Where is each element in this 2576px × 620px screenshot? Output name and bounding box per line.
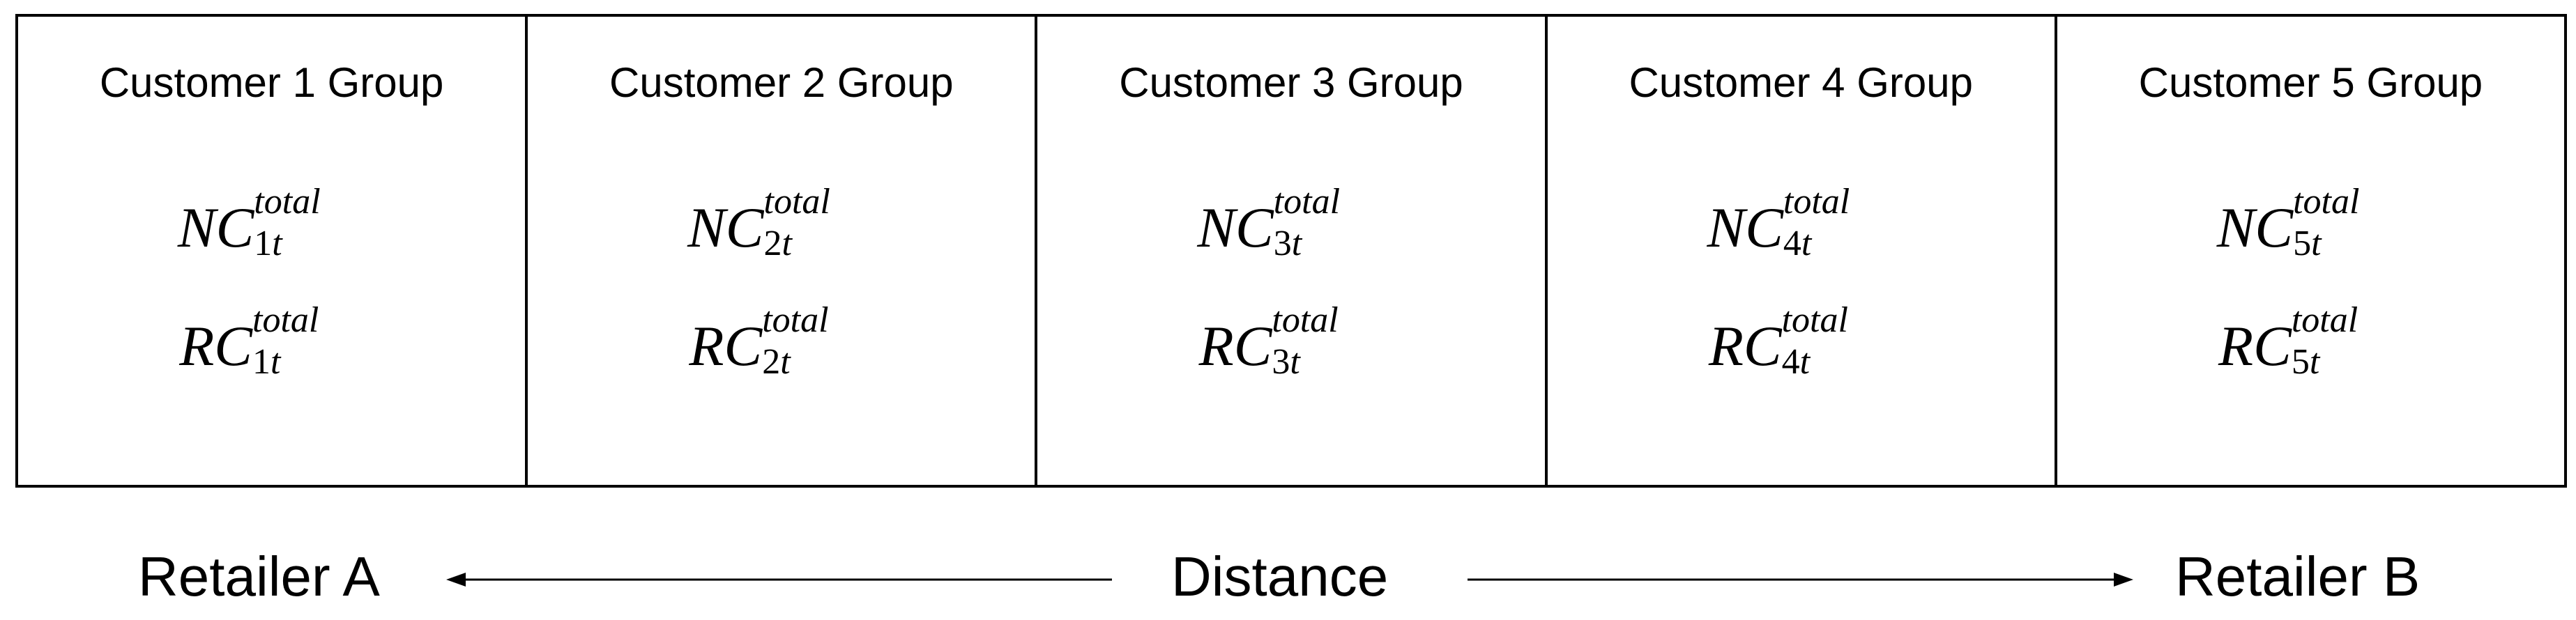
- formula-base: RC: [1198, 314, 1272, 378]
- group-title: Customer 1 Group: [99, 59, 444, 106]
- subscript-var: t: [2309, 342, 2320, 382]
- group-title: Customer 4 Group: [1629, 59, 1973, 106]
- formula-subscript: 1t: [252, 344, 280, 380]
- subscript-var: t: [270, 342, 281, 382]
- formula-base: RC: [1708, 314, 1782, 378]
- formula-superscript: total: [1783, 182, 1850, 222]
- formula-base: NC: [177, 196, 254, 259]
- group-title: Customer 3 Group: [1119, 59, 1463, 106]
- formula-superscript: total: [1272, 300, 1339, 340]
- subscript-var: t: [1291, 224, 1302, 263]
- subscript-index: 5: [2293, 224, 2312, 263]
- formula-subscript: 2t: [764, 226, 792, 262]
- formula-superscript: total: [2291, 300, 2358, 340]
- formula-subscript: 3t: [1272, 344, 1300, 380]
- subscript-var: t: [272, 224, 282, 263]
- formula-base: NC: [2216, 196, 2294, 259]
- subscript-var: t: [2311, 224, 2322, 263]
- formula-subscript: 4t: [1782, 344, 1810, 380]
- formula-superscript: total: [1781, 300, 1848, 340]
- formula-superscript: total: [252, 300, 319, 340]
- formula-base: NC: [687, 196, 764, 259]
- formula-superscript: total: [762, 300, 829, 340]
- subscript-index: 5: [2291, 342, 2310, 382]
- subscript-index: 4: [1781, 342, 1800, 382]
- distance-axis: Retailer A Distance Retailer B: [0, 536, 2576, 620]
- retailer-a-label: Retailer A: [138, 545, 380, 607]
- formula-subscript: 1t: [254, 226, 282, 262]
- formula-base: NC: [1707, 196, 1783, 259]
- group-title: Customer 2 Group: [609, 59, 954, 106]
- subscript-var: t: [780, 342, 791, 382]
- formula-subscript: 4t: [1783, 226, 1811, 262]
- formula-superscript: total: [254, 182, 321, 222]
- formula-subscript: 2t: [762, 344, 790, 380]
- formula-base: NC: [1197, 196, 1274, 259]
- subscript-var: t: [1801, 224, 1812, 263]
- formula-base: RC: [689, 314, 763, 378]
- formula-subscript: 5t: [2293, 226, 2321, 262]
- subscript-index: 1: [252, 342, 270, 382]
- subscript-var: t: [1290, 342, 1300, 382]
- subscript-index: 2: [762, 342, 781, 382]
- subscript-index: 4: [1783, 224, 1801, 263]
- formula-superscript: total: [1273, 182, 1341, 222]
- formula-superscript: total: [763, 182, 830, 222]
- right-arrow-head-icon: [2114, 573, 2133, 587]
- formula-base: RC: [179, 314, 252, 378]
- formula-base: RC: [2218, 314, 2292, 378]
- retailer-b-label: Retailer B: [2175, 545, 2421, 607]
- distance-arrows: [446, 573, 2133, 587]
- subscript-index: 3: [1272, 342, 1290, 382]
- group-title: Customer 5 Group: [2138, 59, 2483, 106]
- formula-superscript: total: [2293, 182, 2360, 222]
- subscript-index: 3: [1273, 224, 1292, 263]
- subscript-index: 1: [254, 224, 273, 263]
- subscript-index: 2: [763, 224, 782, 263]
- distance-label: Distance: [1171, 545, 1389, 607]
- subscript-var: t: [1799, 342, 1811, 382]
- left-arrow-head-icon: [446, 573, 466, 587]
- subscript-var: t: [782, 224, 792, 263]
- formula-subscript: 5t: [2292, 344, 2319, 380]
- formula-subscript: 3t: [1274, 226, 1302, 262]
